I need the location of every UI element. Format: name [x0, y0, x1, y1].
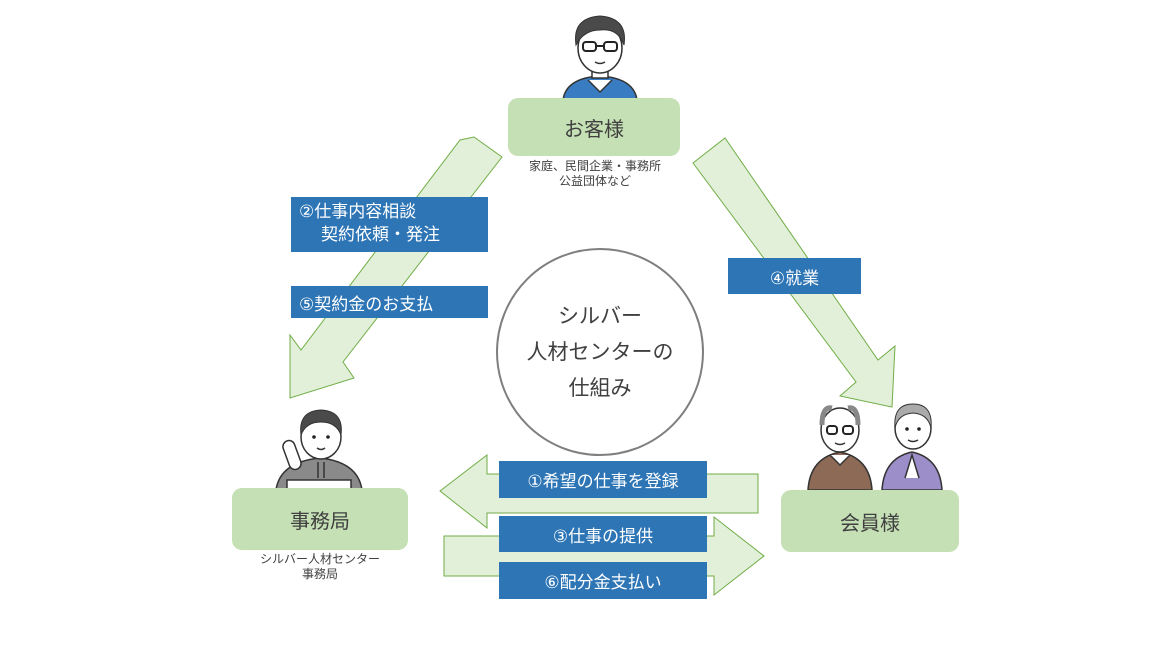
step2-line-2: 契約依頼・発注	[321, 225, 440, 245]
center-circle: シルバー 人材センターの 仕組み	[496, 248, 704, 456]
flow-label-step1: ①希望の仕事を登録	[499, 461, 707, 498]
flow-label-step5: ⑤契約金のお支払	[291, 286, 488, 318]
step3-text: ③仕事の提供	[552, 526, 654, 547]
customer-subtitle: 家庭、民間企業・事務所 公益団体など	[500, 159, 690, 189]
center-line-1: シルバー	[558, 304, 642, 328]
office-subtitle-line-2: 事務局	[301, 567, 338, 581]
step4-text: ④就業	[769, 268, 820, 289]
step1-text: ①希望の仕事を登録	[527, 472, 679, 492]
member-node: 会員様	[781, 490, 959, 552]
customer-subtitle-line-2: 公益団体など	[558, 174, 631, 188]
flow-label-step4: ④就業	[728, 258, 861, 294]
office-person-icon	[275, 409, 363, 491]
center-line-2: 人材センターの	[526, 340, 674, 364]
step6-text: ⑥配分金支払い	[544, 573, 662, 593]
office-subtitle: シルバー人材センター 事務局	[230, 552, 410, 582]
flow-label-step6: ⑥配分金支払い	[499, 562, 707, 599]
office-label: 事務局	[290, 508, 350, 533]
step2-line-1: ②仕事内容相談	[299, 202, 417, 222]
customer-node: お客様	[508, 98, 680, 156]
customer-person-icon	[562, 15, 638, 101]
flow-label-step2: ②仕事内容相談 契約依頼・発注	[291, 197, 488, 252]
customer-label: お客様	[564, 116, 624, 141]
member-persons-icon	[807, 403, 943, 491]
step5-text: ⑤契約金のお支払	[299, 294, 434, 315]
office-subtitle-line-1: シルバー人材センター	[259, 552, 380, 566]
member-label: 会員様	[840, 510, 900, 535]
center-line-3: 仕組み	[568, 376, 632, 400]
office-node: 事務局	[232, 488, 408, 550]
customer-subtitle-line-1: 家庭、民間企業・事務所	[528, 159, 661, 173]
flow-label-step3: ③仕事の提供	[499, 516, 707, 552]
